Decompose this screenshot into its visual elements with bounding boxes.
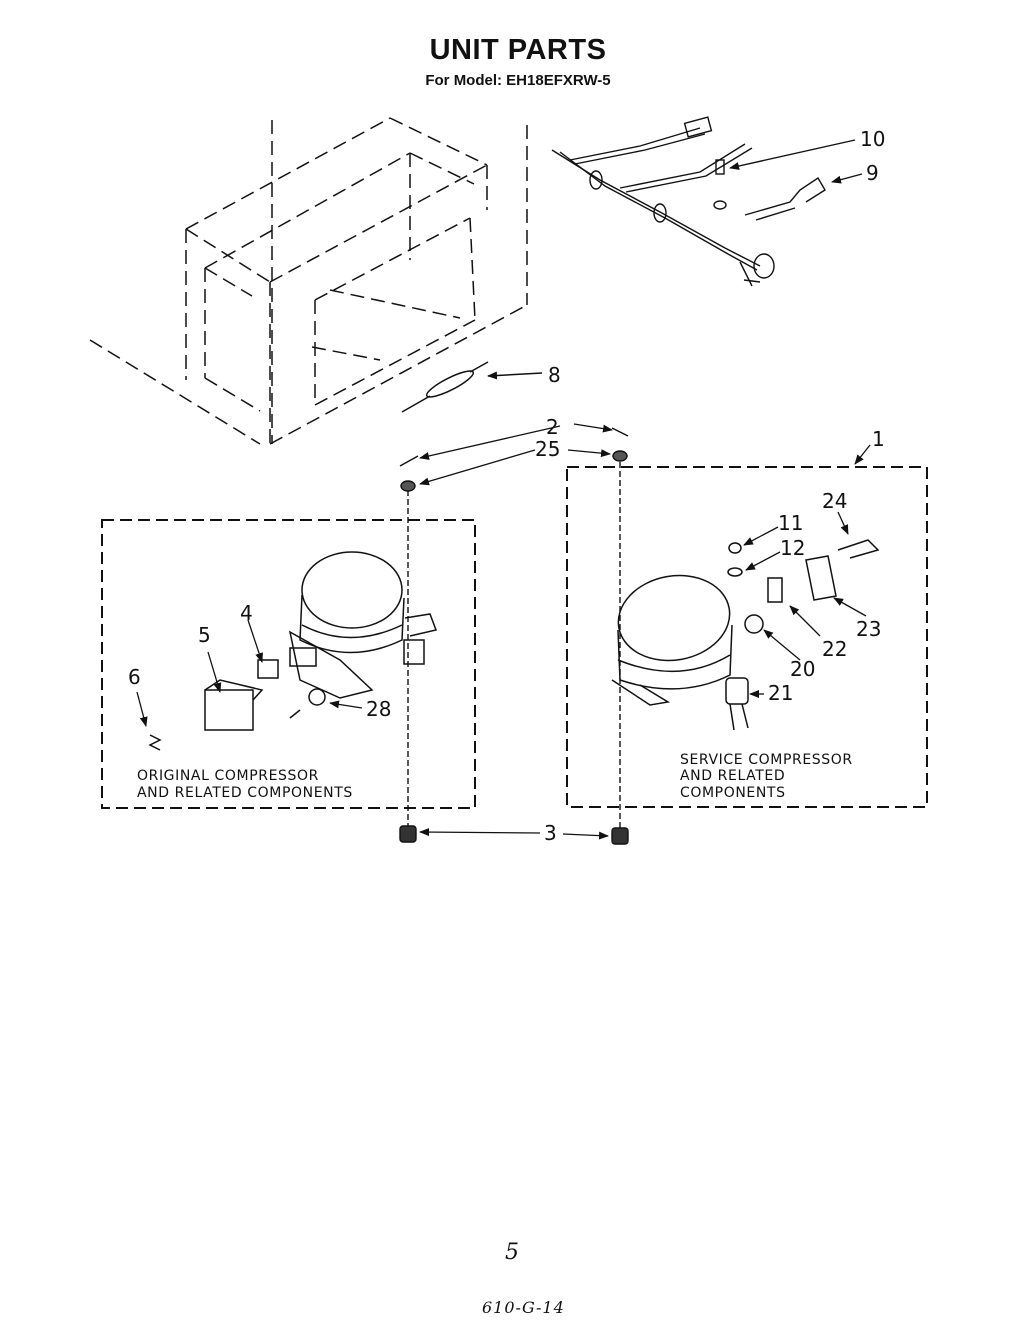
callout-5: 5 [198,623,211,647]
callout-20: 20 [790,657,815,681]
original-compressor [288,551,438,699]
leader-2a [419,425,561,460]
callout-6: 6 [128,665,141,689]
original-box-caption-line1: ORIGINAL COMPRESSOR [137,768,319,784]
service-compressor-box [566,466,928,808]
service-box-caption-line1: SERVICE COMPRESSOR [680,752,853,768]
service-box-caption-line3: COMPONENTS [680,785,786,801]
callout-3: 3 [544,821,557,845]
leader-5 [207,651,222,693]
leader-25b [567,449,611,458]
handwritten-note: 610-G-14 [482,1298,565,1317]
leader-25a [419,449,536,486]
page-number: 5 [505,1240,519,1265]
leader-1 [854,444,871,465]
leader-3b [562,831,609,840]
leader-20 [763,629,801,661]
service-box-caption-line2: AND RELATED [680,768,785,784]
callout-4: 4 [240,601,253,625]
service-compressor [611,539,880,731]
callout-10: 10 [860,127,885,151]
original-compressor-box [101,519,476,809]
leader-9 [831,173,863,184]
leader-23 [833,597,867,617]
leader-4 [247,619,263,663]
original-relay-part [148,659,326,751]
callout-24: 24 [822,489,847,513]
callout-9: 9 [866,161,879,185]
leader-28 [329,700,363,709]
mounting-hardware [399,427,629,845]
callout-2: 2 [546,415,559,439]
callout-1: 1 [872,427,885,451]
callout-8: 8 [548,363,561,387]
leader-2b [573,423,613,433]
callout-22: 22 [822,637,847,661]
leader-22 [789,605,821,637]
original-box-caption-line2: AND RELATED COMPONENTS [137,785,353,801]
cabinet-outline [89,117,528,445]
callout-28: 28 [366,697,391,721]
model-subtitle: For Model: EH18EFXRW-5 [425,72,611,89]
callout-23: 23 [856,617,881,641]
leader-3a [419,828,541,837]
callout-11: 11 [778,511,803,535]
page-title: UNIT PARTS [429,34,607,66]
leader-12 [745,551,781,571]
leader-10 [729,139,856,170]
leader-6 [136,691,148,727]
callout-12: 12 [780,536,805,560]
callout-25: 25 [535,437,560,461]
leader-11 [743,526,779,546]
drier-part [401,361,543,413]
callout-21: 21 [768,681,793,705]
wiring-harness [551,116,826,287]
leader-24 [837,511,849,535]
